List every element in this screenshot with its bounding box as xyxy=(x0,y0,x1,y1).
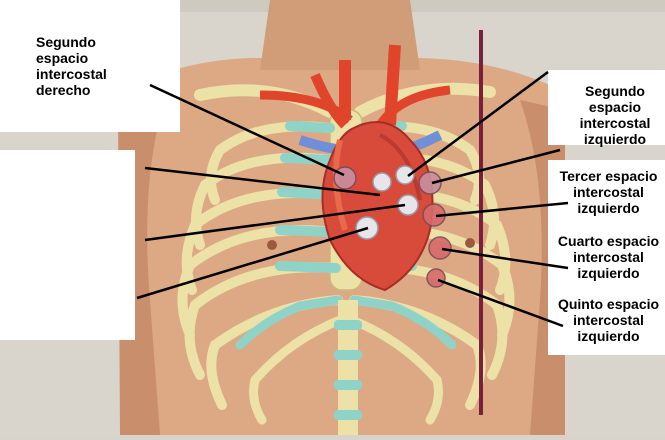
label-left-second-intercostal-space: Segundo espacio intercostal izquierdo xyxy=(566,83,664,147)
label-left-fourth-intercostal-space: Cuarto espacio intercostal izquierdo xyxy=(552,233,665,281)
spine xyxy=(334,300,362,435)
label-left-third-intercostal-space: Tercer espacio intercostal izquierdo xyxy=(552,168,665,216)
label-right-second-intercostal-space: Segundo espacio intercostal derecho xyxy=(36,34,107,98)
label-left-fifth-intercostal-space: Quinto espacio intercostal izquierdo xyxy=(552,296,665,344)
